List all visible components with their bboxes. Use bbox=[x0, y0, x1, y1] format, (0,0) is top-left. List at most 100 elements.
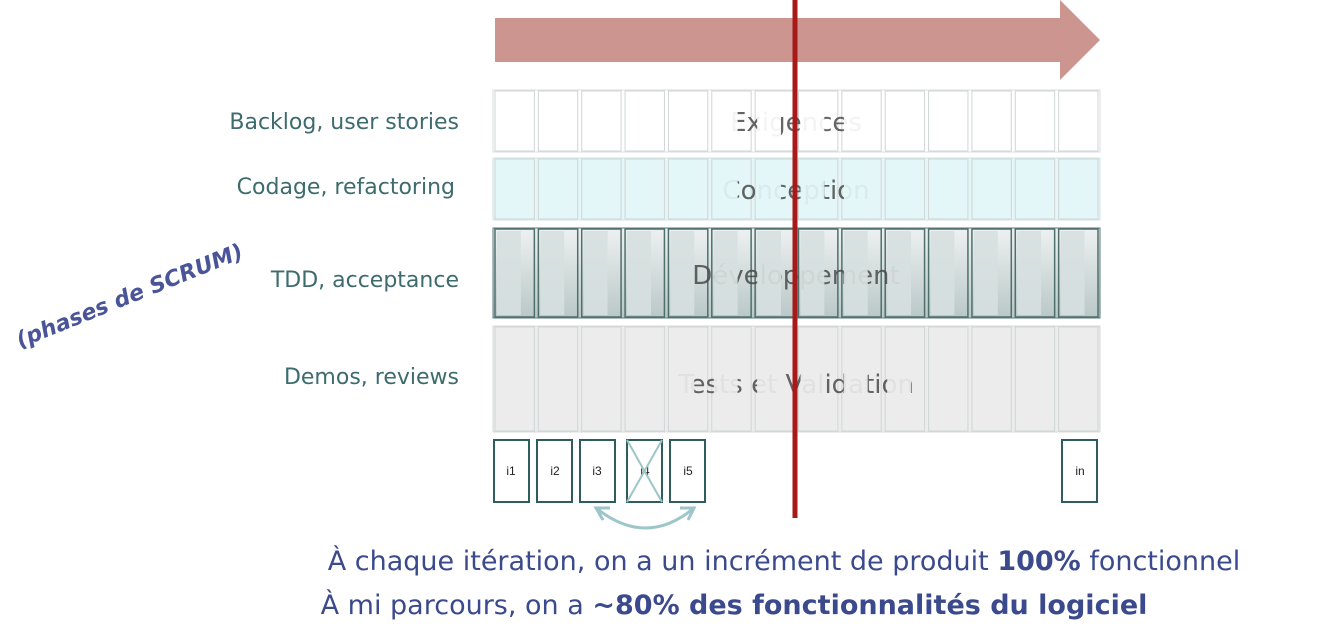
column-mask bbox=[800, 231, 825, 315]
grid-cell bbox=[537, 90, 579, 152]
column-mask bbox=[713, 161, 738, 217]
column-mask bbox=[627, 161, 651, 217]
column-mask bbox=[497, 231, 521, 315]
grid-cell bbox=[884, 326, 926, 432]
column-mask bbox=[973, 93, 998, 149]
column-mask bbox=[843, 329, 868, 429]
column-mask bbox=[1060, 93, 1085, 149]
iteration-label-5: i5 bbox=[683, 464, 693, 478]
caption-increment-text: À chaque itération, on a un incrément de… bbox=[327, 546, 998, 577]
column-mask bbox=[540, 93, 565, 149]
caption-increment-bold: 100% bbox=[997, 546, 1081, 577]
grid-cell bbox=[884, 228, 926, 318]
iteration-box-3 bbox=[579, 439, 616, 503]
grid-cell bbox=[580, 228, 622, 318]
grid-cell bbox=[624, 326, 665, 432]
grid-cell bbox=[667, 326, 709, 432]
iteration-columns bbox=[494, 90, 1099, 432]
iteration-label-3: i3 bbox=[592, 464, 602, 478]
grid-cell bbox=[537, 326, 579, 432]
column-mask bbox=[843, 161, 868, 217]
grid-cell bbox=[971, 326, 1012, 432]
iteration-box-1 bbox=[493, 439, 530, 503]
caption-midway: À mi parcours, on a ~80% des fonctionnal… bbox=[0, 590, 1318, 621]
grid-cell bbox=[667, 158, 709, 220]
caption-increment: À chaque itération, on a un incrément de… bbox=[0, 546, 1318, 577]
column-mask bbox=[583, 231, 608, 315]
iteration-boxes: i1 i2 i3 i4 i5 in bbox=[493, 439, 1098, 503]
grid-cell bbox=[928, 158, 969, 220]
column-mask bbox=[540, 231, 565, 315]
grid-cell bbox=[1014, 326, 1056, 432]
grid-cell bbox=[624, 90, 665, 152]
column-mask bbox=[497, 161, 521, 217]
row-label-tdd: TDD, acceptance bbox=[270, 268, 459, 293]
grid-cell bbox=[928, 326, 969, 432]
swap-arc bbox=[595, 506, 695, 530]
grid-cell bbox=[667, 228, 709, 318]
iteration-4-cross-b bbox=[626, 439, 663, 503]
grid-cell bbox=[971, 158, 1012, 220]
column-mask bbox=[540, 329, 565, 429]
grid-cell bbox=[494, 158, 535, 220]
column-mask bbox=[540, 161, 565, 217]
iteration-box-5 bbox=[669, 439, 706, 503]
grid-cell bbox=[927, 228, 969, 318]
column-mask bbox=[973, 231, 998, 315]
grid-cell bbox=[581, 158, 622, 220]
column-overlays bbox=[497, 93, 1085, 429]
grid-cell bbox=[797, 228, 839, 318]
iteration-label-n: in bbox=[1075, 464, 1084, 478]
grid-cell bbox=[971, 90, 1012, 152]
column-mask bbox=[887, 161, 912, 217]
column-mask bbox=[497, 93, 521, 149]
grid-cell bbox=[624, 158, 665, 220]
grid-cell bbox=[711, 228, 752, 318]
column-mask bbox=[670, 93, 695, 149]
column-mask bbox=[713, 93, 738, 149]
column-mask bbox=[800, 329, 825, 429]
column-mask bbox=[1017, 161, 1042, 217]
column-mask bbox=[627, 329, 651, 429]
column-mask bbox=[1060, 329, 1085, 429]
grid-cell bbox=[1014, 228, 1056, 318]
column-mask bbox=[887, 329, 912, 429]
column-mask bbox=[930, 93, 955, 149]
column-mask bbox=[670, 161, 695, 217]
column-mask bbox=[757, 329, 781, 429]
column-mask bbox=[973, 161, 998, 217]
grid-cell bbox=[841, 158, 882, 220]
column-mask bbox=[800, 161, 825, 217]
column-mask bbox=[1017, 231, 1042, 315]
column-mask bbox=[930, 329, 955, 429]
column-mask bbox=[583, 93, 608, 149]
iteration-label-2: i2 bbox=[550, 464, 560, 478]
column-mask bbox=[713, 231, 738, 315]
grid-cell bbox=[711, 90, 752, 152]
column-mask bbox=[1017, 93, 1042, 149]
column-mask bbox=[583, 329, 608, 429]
grid-cell bbox=[841, 326, 882, 432]
column-mask bbox=[497, 329, 521, 429]
column-mask bbox=[887, 231, 912, 315]
grid-cell bbox=[1057, 228, 1099, 318]
grid-cell bbox=[537, 228, 579, 318]
grid-cell bbox=[798, 158, 839, 220]
grid-cell bbox=[494, 228, 536, 318]
grid-cell bbox=[494, 90, 535, 152]
column-mask bbox=[843, 93, 868, 149]
column-mask bbox=[713, 329, 738, 429]
iteration-box-n bbox=[1061, 439, 1098, 503]
column-mask bbox=[887, 93, 912, 149]
row-label-backlog: Backlog, user stories bbox=[229, 110, 459, 135]
column-mask bbox=[670, 231, 695, 315]
grid-cell bbox=[711, 158, 752, 220]
grid-cell bbox=[841, 228, 882, 318]
column-mask bbox=[800, 93, 825, 149]
grid-cell bbox=[1058, 158, 1099, 220]
grid-cell bbox=[1058, 326, 1099, 432]
caption-midway-bold: ~80% des fonctionnalités du logiciel bbox=[592, 590, 1148, 621]
grid-cell bbox=[798, 326, 839, 432]
grid-cell bbox=[884, 158, 926, 220]
